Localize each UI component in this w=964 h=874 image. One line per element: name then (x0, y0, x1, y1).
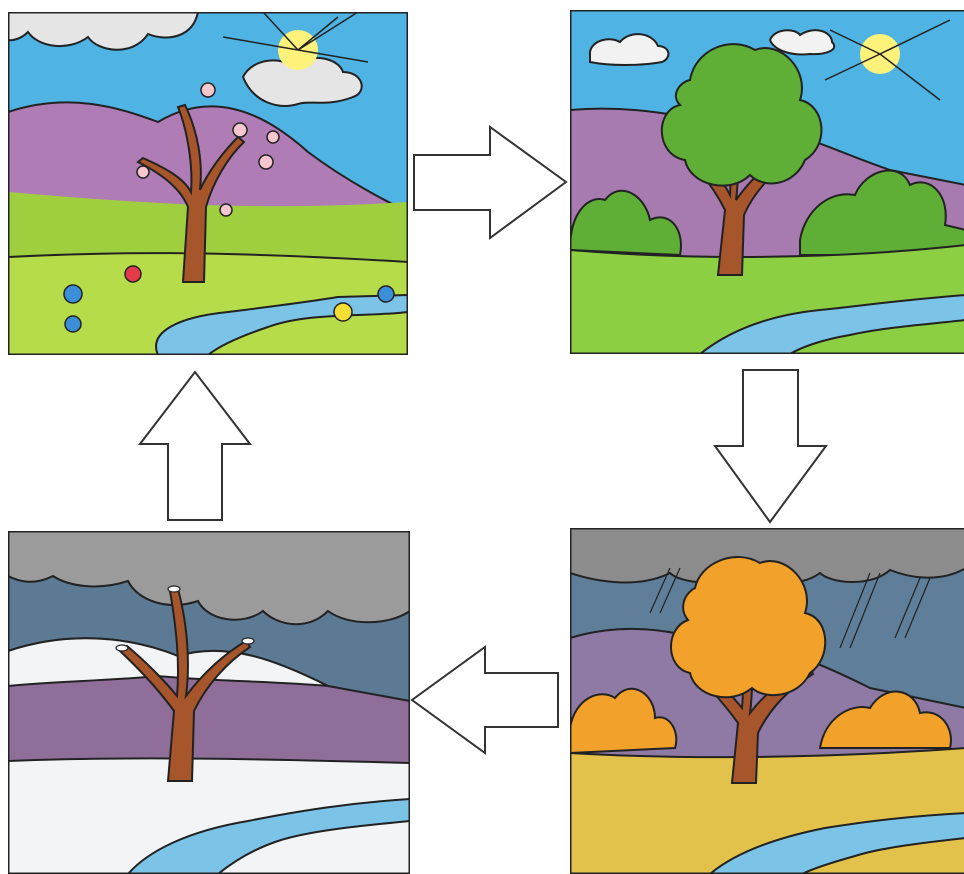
autumn-tree (670, 556, 827, 784)
sun-icon (222, 12, 369, 70)
arrow-down-icon (713, 368, 828, 524)
winter-panel (8, 531, 410, 874)
winter-ground (8, 757, 410, 874)
arrow-up-icon (137, 370, 253, 522)
sun-icon (824, 19, 951, 101)
summer-stream (698, 294, 964, 354)
rain-icon (649, 567, 931, 649)
arrow-right-icon (412, 125, 568, 240)
autumn-scene-illustration (570, 528, 964, 874)
autumn-bushes (570, 687, 952, 755)
spring-scene-illustration (8, 12, 408, 355)
spring-tree (136, 82, 280, 283)
winter-snowcap (8, 637, 329, 688)
winter-tree (115, 585, 255, 782)
spring-panel (8, 12, 408, 355)
summer-clouds (589, 29, 836, 66)
winter-scene-illustration (8, 531, 410, 874)
winter-clouds (8, 531, 410, 626)
summer-scene-illustration (570, 10, 964, 354)
spring-flowers (63, 265, 395, 333)
summer-bushes (570, 169, 964, 257)
spring-clouds (8, 12, 363, 107)
summer-panel (570, 10, 964, 354)
autumn-panel (570, 528, 964, 874)
summer-tree (660, 43, 823, 276)
autumn-stream (708, 812, 964, 874)
arrow-left-icon (410, 645, 560, 755)
